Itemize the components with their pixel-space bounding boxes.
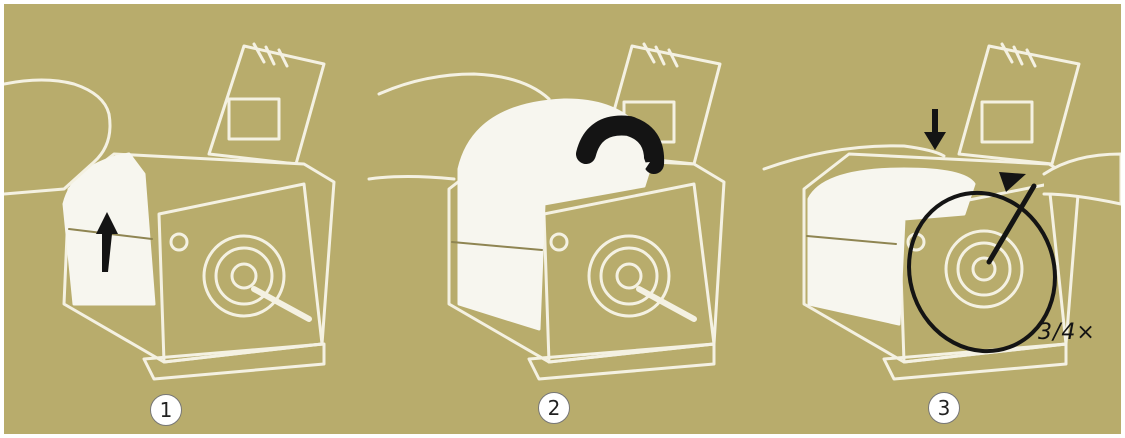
- step-1-number: 1: [150, 394, 182, 426]
- turn-count-label: 3/4×: [1038, 320, 1096, 345]
- illustration-canvas: [4, 4, 1121, 434]
- step-2-number: 2: [538, 392, 570, 424]
- step-3-number: 3: [928, 392, 960, 424]
